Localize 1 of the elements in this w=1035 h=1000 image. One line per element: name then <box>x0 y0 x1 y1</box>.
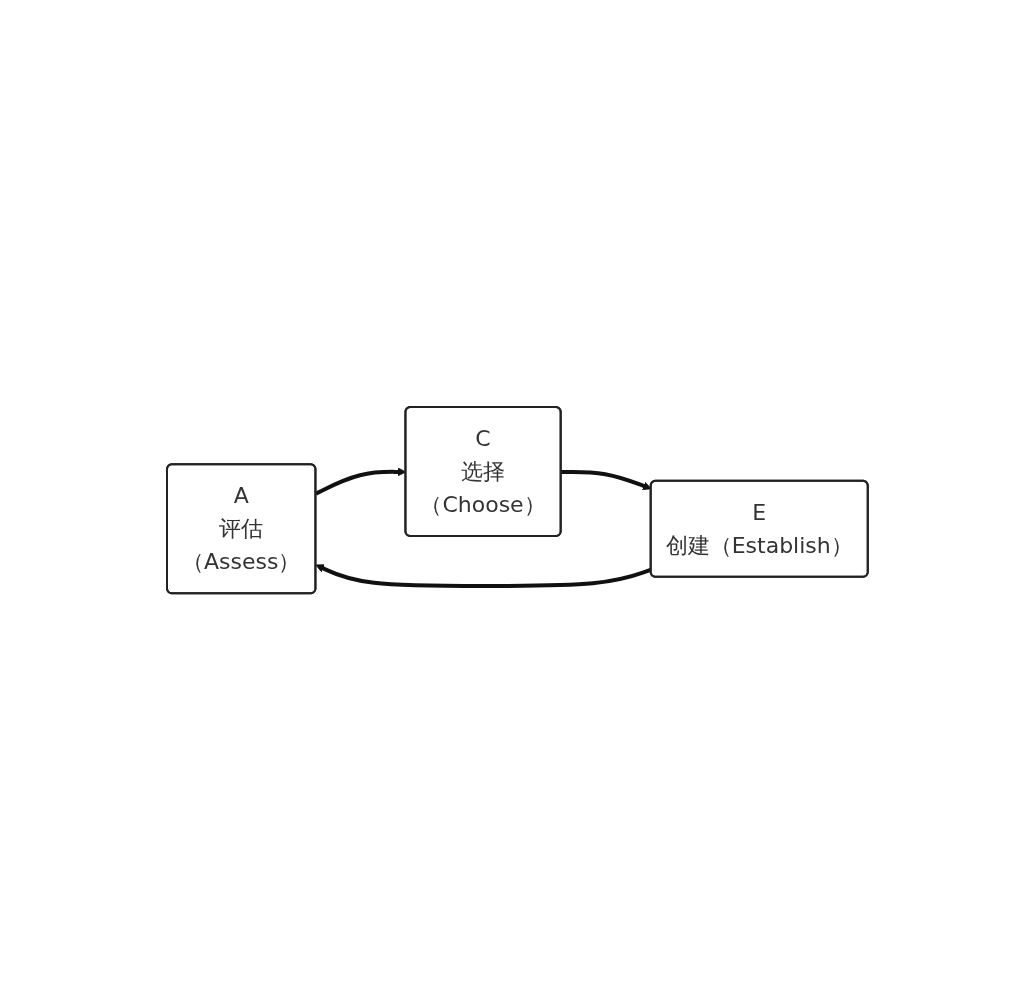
arrow <box>315 564 652 588</box>
